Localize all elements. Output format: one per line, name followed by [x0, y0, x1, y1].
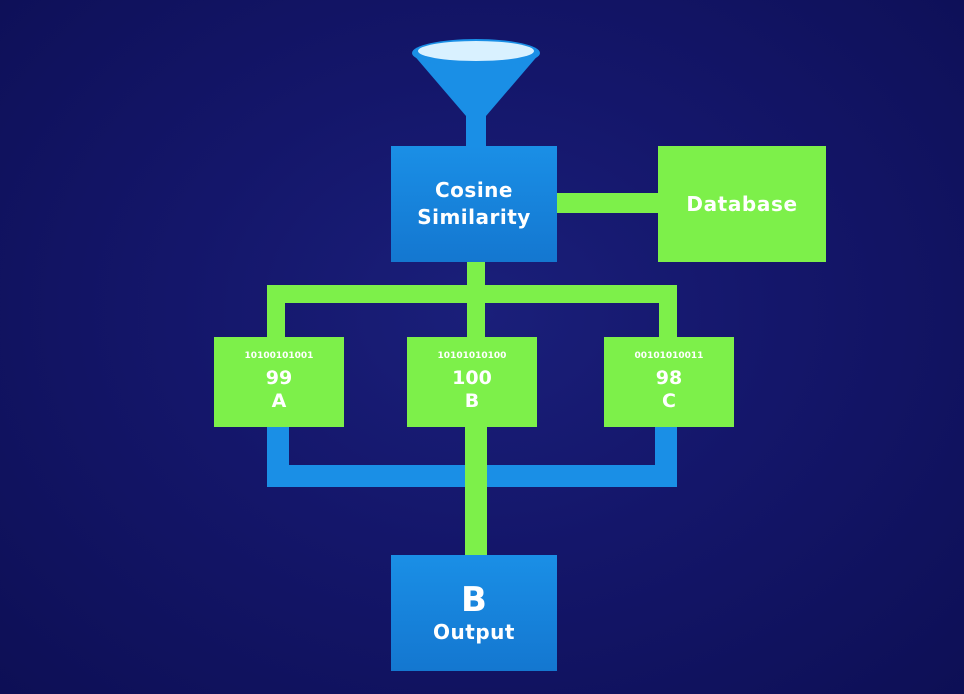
candidate-c-bits: 00101010011	[634, 351, 704, 361]
candidate-c-score: 98	[655, 367, 683, 389]
candidate-b-score: 100	[452, 367, 492, 389]
candidate-b-bits: 10101010100	[437, 351, 507, 361]
database-box: Database	[658, 146, 826, 262]
candidate-box-c: 00101010011 98 C	[604, 337, 734, 427]
candidate-a-letter: A	[271, 390, 287, 412]
cosine-label-line2: Similarity	[417, 205, 531, 229]
cosine-label-line1: Cosine	[435, 178, 513, 202]
output-letter: B	[461, 580, 487, 620]
candidate-box-b: 10101010100 100 B	[407, 337, 537, 427]
candidate-a-bits: 10100101001	[244, 351, 314, 361]
candidate-b-letter: B	[464, 390, 480, 412]
output-label: Output	[433, 620, 515, 644]
funnel-icon	[412, 39, 540, 146]
candidate-box-a: 10100101001 99 A	[214, 337, 344, 427]
candidate-a-score: 99	[265, 367, 293, 389]
output-box: B Output	[391, 555, 557, 671]
cosine-similarity-box: Cosine Similarity	[391, 146, 557, 262]
database-label: Database	[686, 192, 798, 216]
candidate-c-letter: C	[662, 390, 676, 412]
distribution-lines	[267, 193, 677, 556]
